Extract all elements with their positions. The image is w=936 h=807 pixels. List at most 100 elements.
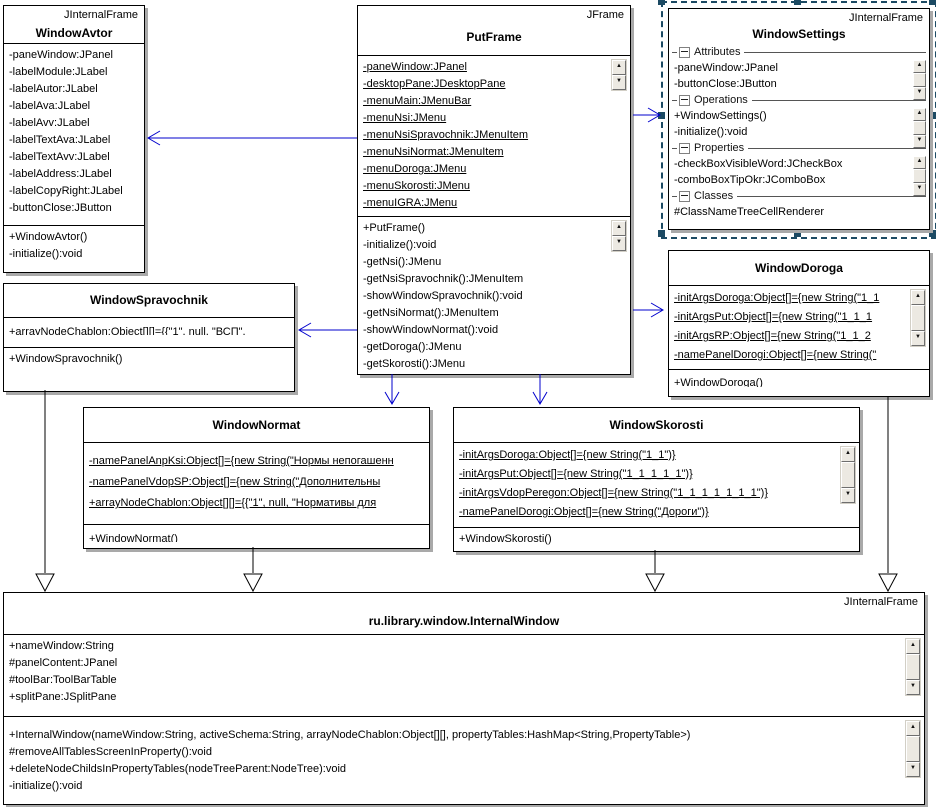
scroll-thumb[interactable] [906, 654, 920, 680]
attribute-row[interactable]: -paneWindow:JPanel [674, 62, 778, 74]
class-name[interactable]: WindowSettings [752, 27, 846, 41]
connector-putframe-windownormat[interactable] [384, 374, 400, 405]
collapse-minus-icon[interactable] [679, 190, 690, 202]
collapse-minus-icon[interactable] [679, 46, 690, 58]
attribute-row[interactable]: -labelAvv:JLabel [9, 117, 90, 129]
selection-handle[interactable] [658, 230, 665, 237]
scroll-up-button[interactable]: ▲ [612, 60, 626, 75]
connector-putframe-windowsettings[interactable] [633, 107, 661, 123]
operation-row[interactable]: #removeAllTablesScreenInProperty():void [9, 746, 212, 758]
scroll-thumb[interactable] [906, 736, 920, 762]
attribute-row[interactable]: -namePanelVdopSP:Object[]={new String("Д… [89, 476, 381, 488]
attribute-row[interactable]: -labelCopyRight:JLabel [9, 185, 123, 197]
operation-row[interactable]: -initialize():void [9, 780, 83, 792]
attribute-row[interactable]: -initArgsDoroga:Object[]={new String("1_… [674, 292, 880, 304]
property-row[interactable]: -comboBoxTipOkr:JComboBox [674, 174, 826, 186]
operation-row[interactable]: -initialize():void [363, 239, 437, 251]
attribute-row[interactable]: -buttonClose:JButton [9, 202, 112, 214]
operation-row[interactable]: -getNsiSpravochnik():JMenuItem [363, 273, 524, 285]
section-header-properties[interactable]: Properties [669, 140, 929, 156]
attribute-row[interactable]: -menuNsiNormat:JMenuItem [363, 146, 504, 158]
attribute-row[interactable]: +nameWindow:String [9, 640, 114, 652]
operation-row[interactable]: -initialize():void [9, 248, 83, 260]
class-name[interactable]: WindowSkorosti [609, 418, 704, 432]
operation-row[interactable]: -getDoroga():JMenu [363, 341, 462, 353]
operation-row[interactable]: +WindowNormat() [89, 533, 178, 542]
attribute-row[interactable]: -initArgsDoroga:Object[]={new String("1_… [459, 449, 676, 461]
scroll-down-button[interactable]: ▼ [913, 135, 926, 148]
operation-row[interactable]: +WindowSkorosti() [459, 533, 552, 545]
selection-handle[interactable] [794, 230, 801, 237]
scroll-down-button[interactable]: ▼ [913, 87, 926, 100]
scroll-thumb[interactable] [913, 121, 926, 135]
operation-row[interactable]: +PutFrame() [363, 222, 426, 234]
selection-handle[interactable] [658, 0, 665, 5]
attribute-row[interactable]: -menuMain:JMenuBar [363, 95, 472, 107]
operation-row[interactable]: +WindowAvtor() [9, 231, 88, 243]
operation-row[interactable]: -getNsiNormat():JMenuItem [363, 307, 499, 319]
attribute-row[interactable]: +arrayNodeChablon:Object[][]={{"1", null… [9, 326, 246, 335]
attribute-row[interactable]: -menuIGRA:JMenu [363, 197, 458, 209]
operation-row[interactable]: -initialize():void [674, 126, 748, 138]
attribute-row[interactable]: #panelContent:JPanel [9, 657, 118, 669]
attribute-row[interactable]: -labelTextAva:JLabel [9, 134, 111, 146]
generalization-windowspravochnik-internalwindow[interactable] [35, 390, 55, 593]
connector-putframe-windowspravochnik[interactable] [298, 322, 357, 338]
scroll-down-button[interactable]: ▼ [906, 762, 920, 777]
scrollbar[interactable]: ▲ ▼ [910, 289, 926, 347]
class-box-windowskorosti[interactable]: WindowSkorosti -initArgsDoroga:Object[]=… [453, 407, 860, 552]
scroll-up-button[interactable]: ▲ [911, 290, 925, 305]
operation-row[interactable]: -showWindowNormat():void [363, 324, 499, 336]
section-header-classes[interactable]: Classes [669, 188, 929, 204]
attribute-row[interactable]: -menuNsi:JMenu [363, 112, 447, 124]
selection-handle[interactable] [929, 0, 936, 5]
class-name[interactable]: PutFrame [466, 30, 522, 44]
operation-row[interactable]: -showWindowSpravochnik():void [363, 290, 523, 302]
class-name[interactable]: WindowAvtor [35, 26, 113, 40]
scroll-down-button[interactable]: ▼ [612, 236, 626, 251]
class-row[interactable]: #ClassNameTreeCellRenderer [674, 206, 824, 218]
collapse-minus-icon[interactable] [679, 142, 690, 154]
attribute-row[interactable]: -labelModule:JLabel [9, 66, 108, 78]
scroll-down-button[interactable]: ▼ [906, 680, 920, 695]
scroll-up-button[interactable]: ▲ [906, 639, 920, 654]
attribute-row[interactable]: +splitPane:JSplitPane [9, 691, 117, 703]
attribute-row[interactable]: -initArgsPut:Object[]={new String("1_1_1… [459, 468, 693, 480]
attribute-row[interactable]: -initArgsRP:Object[]={new String("1_1_2 [674, 330, 871, 342]
attribute-row[interactable]: -initArgsPut:Object[]={new String("1_1_1 [674, 311, 873, 323]
class-box-putframe[interactable]: JFrame PutFrame -paneWindow:JPanel -desk… [357, 5, 631, 375]
scroll-thumb[interactable] [913, 73, 926, 87]
class-box-windowavtor[interactable]: JInternalFrame WindowAvtor -paneWindow:J… [3, 5, 145, 273]
attribute-row[interactable]: -labelTextAvv:JLabel [9, 151, 110, 163]
scrollbar[interactable]: ▲ ▼ [905, 720, 921, 778]
attribute-row[interactable]: -paneWindow:JPanel [9, 49, 113, 61]
connector-putframe-windowskorosti[interactable] [532, 374, 548, 405]
scroll-thumb[interactable] [841, 462, 855, 488]
scrollbar[interactable]: ▲ ▼ [913, 60, 926, 100]
selection-handle[interactable] [658, 112, 665, 119]
attribute-row[interactable]: -paneWindow:JPanel [363, 61, 467, 73]
scroll-down-button[interactable]: ▼ [913, 183, 926, 196]
attribute-row[interactable]: -namePanelAnpKsi:Object[]={new String("Н… [89, 455, 394, 467]
attribute-row[interactable]: -menuNsiSpravochnik:JMenuItem [363, 129, 529, 141]
collapse-minus-icon[interactable] [679, 94, 690, 106]
operation-row[interactable]: +WindowSettings() [674, 110, 767, 122]
class-box-windownormat[interactable]: WindowNormat -namePanelAnpKsi:Object[]={… [83, 407, 430, 549]
scroll-up-button[interactable]: ▲ [841, 447, 855, 462]
section-header-attributes[interactable]: Attributes [669, 44, 929, 60]
generalization-windowskorosti-internalwindow[interactable] [645, 550, 665, 593]
scrollbar[interactable]: ▲ ▼ [913, 156, 926, 196]
scroll-up-button[interactable]: ▲ [913, 156, 926, 169]
class-name[interactable]: WindowSpravochnik [90, 293, 208, 307]
attribute-row[interactable]: +arrayNodeChablon:Object[][]={{"1", null… [89, 497, 377, 509]
attribute-row[interactable]: -labelAddress:JLabel [9, 168, 112, 180]
scrollbar[interactable]: ▲ ▼ [913, 108, 926, 148]
class-name[interactable]: ru.library.window.InternalWindow [368, 614, 560, 628]
property-row[interactable]: -checkBoxVisibleWord:JCheckBox [674, 158, 843, 170]
section-header-operations[interactable]: Operations [669, 92, 929, 108]
selection-handle[interactable] [929, 112, 936, 119]
class-name[interactable]: WindowNormat [212, 418, 301, 432]
generalization-windowdoroga-internalwindow[interactable] [878, 397, 898, 593]
operation-row[interactable]: +WindowSpravochnik() [9, 353, 123, 365]
